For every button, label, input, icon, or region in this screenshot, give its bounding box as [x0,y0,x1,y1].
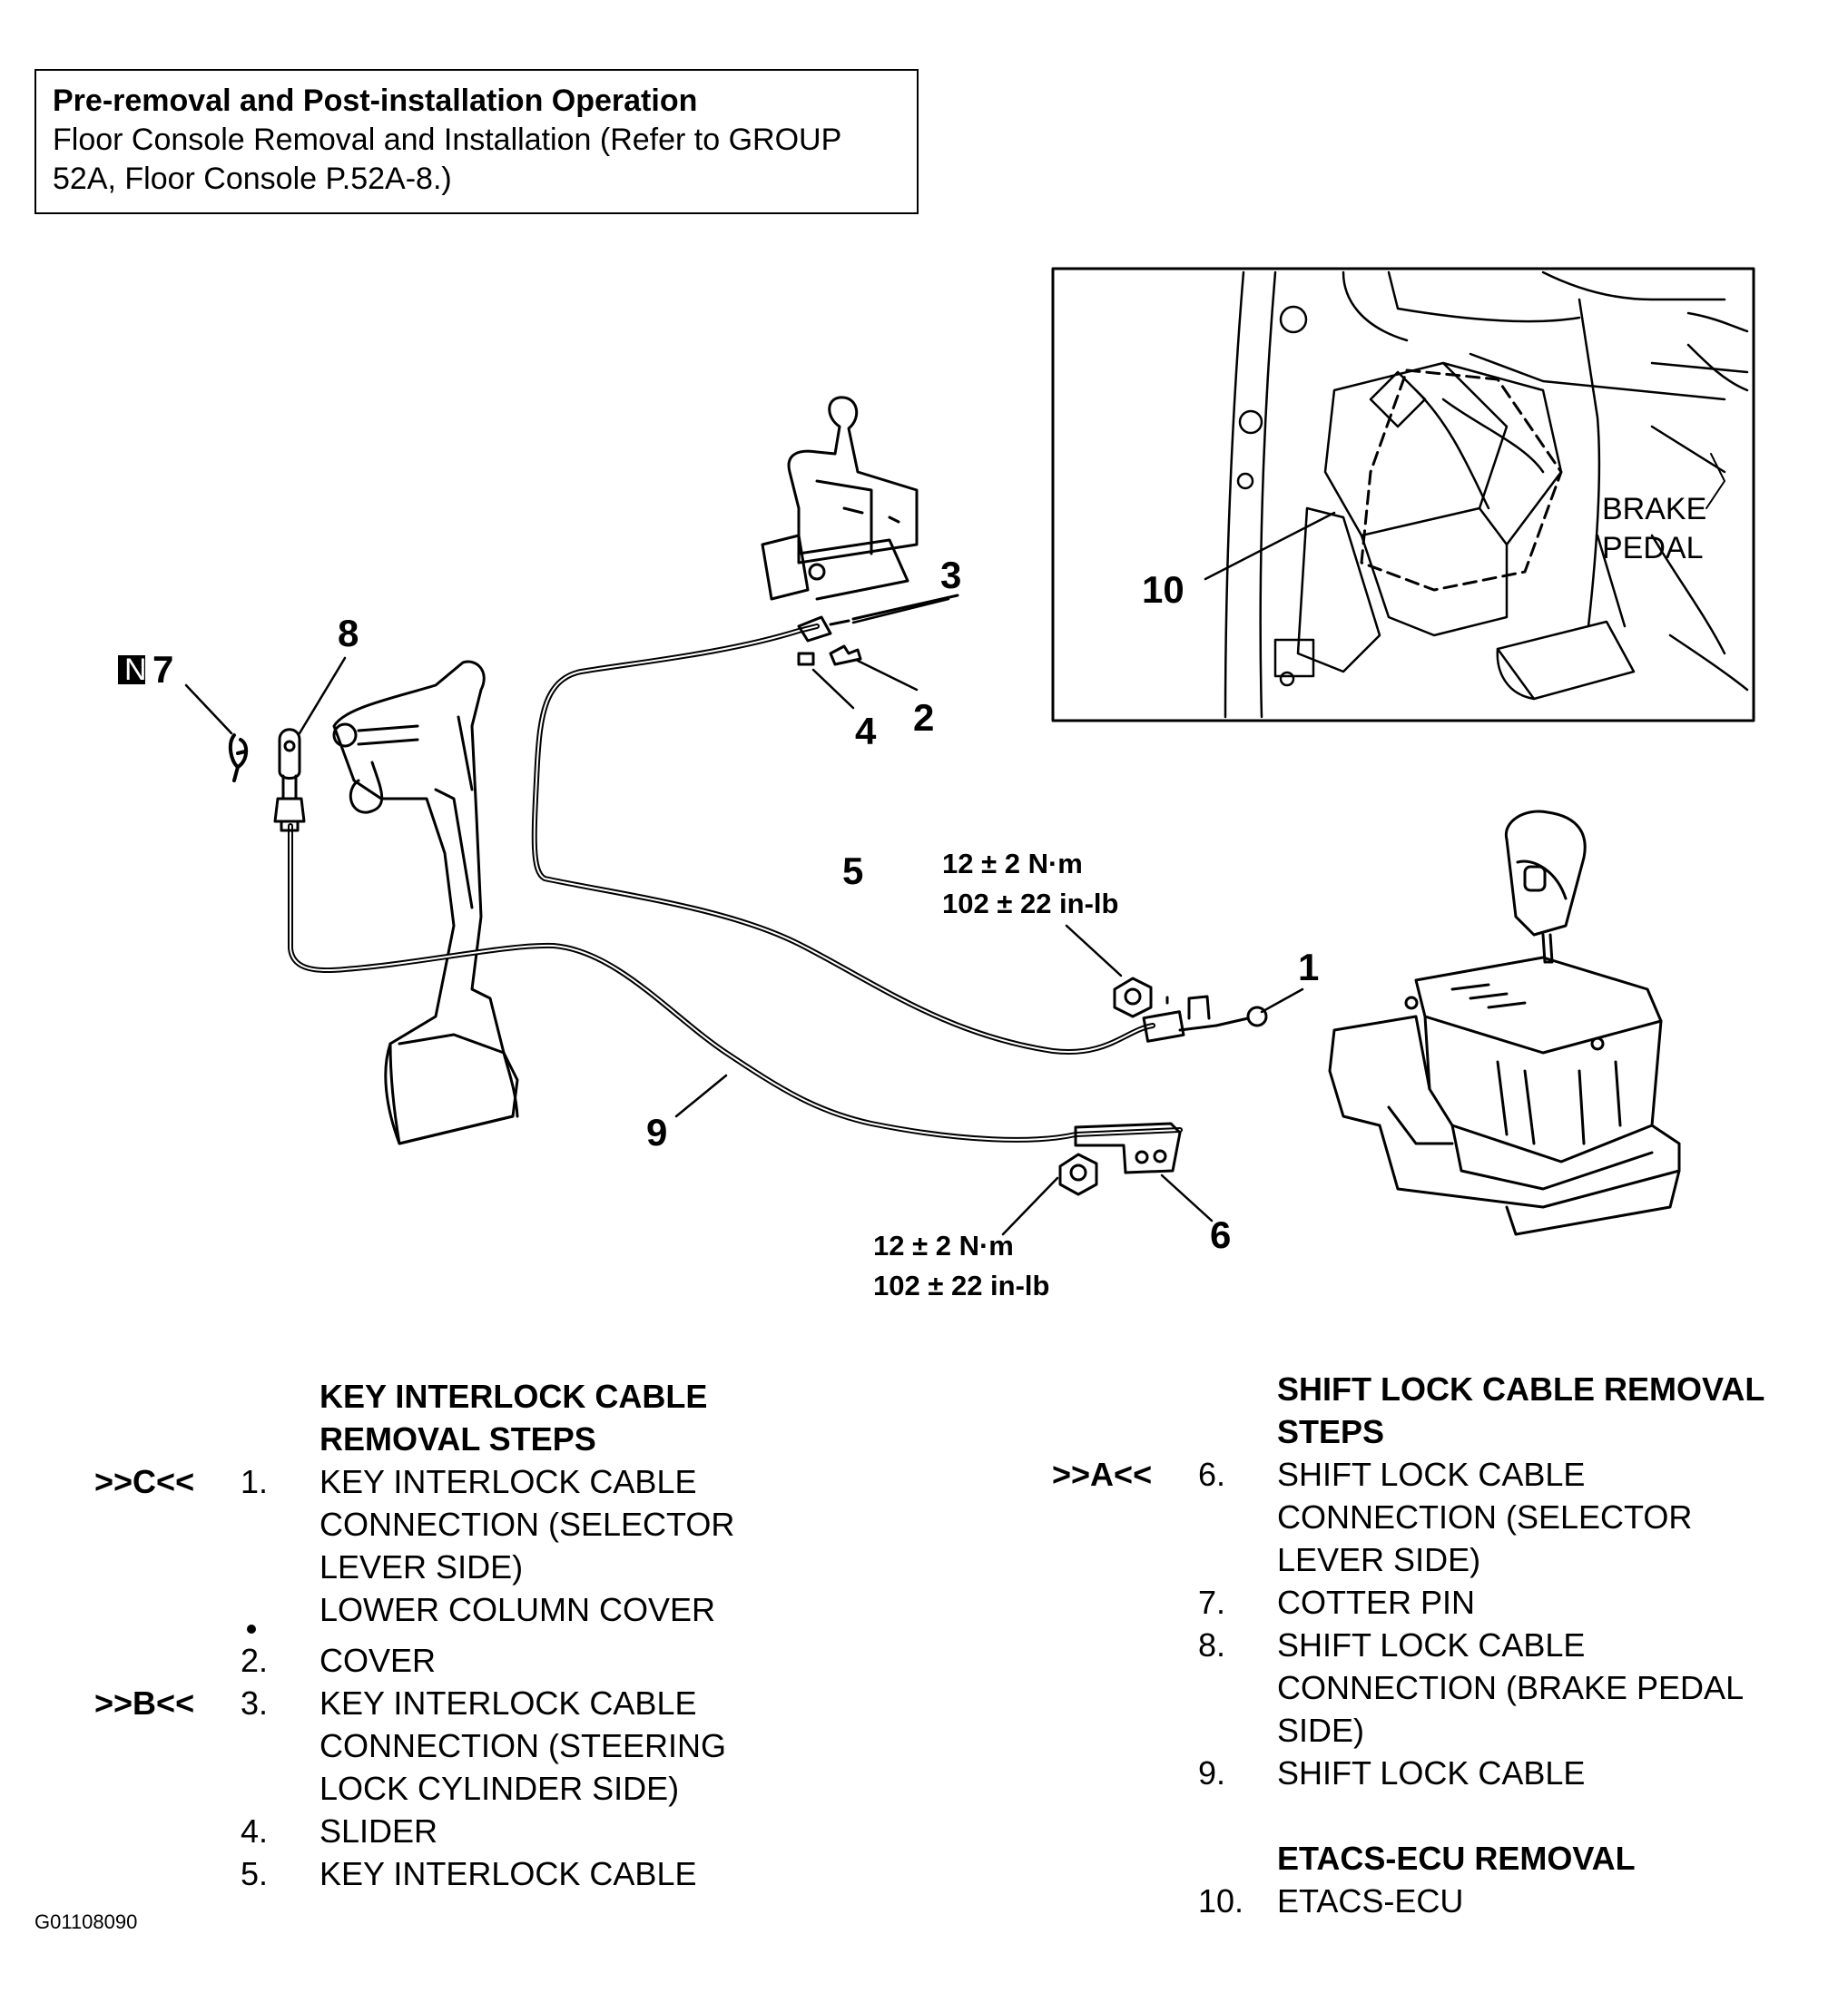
leader-10 [1204,511,1336,581]
callout-8: 8 [338,612,359,654]
n-badge [118,655,145,684]
etacs-inset-drawing [1224,270,1749,719]
step-number: 3. [241,1684,269,1722]
bottom-nut [1058,1153,1098,1196]
step-number: 5. [241,1855,269,1892]
note-text: Floor Console Removal and Installation (… [53,123,842,196]
step-number: 6. [1198,1456,1226,1493]
brake-pedal-label-line1: BRAKE [1602,492,1706,526]
callout-1: 1 [1298,946,1319,988]
torque-bottom-line2: 102 ± 22 in-lb [873,1270,1049,1301]
brake-pedal-label-line2: PEDAL [1602,531,1704,565]
step-description: ETACS-ECU [1277,1882,1464,1920]
leader-2 [856,659,919,692]
step-description: KEY INTERLOCK CABLE [319,1855,697,1892]
step-number: 7. [1198,1584,1226,1621]
n-badge-label: N [124,653,147,687]
cover-part [829,644,862,666]
figure-code: G01108090 [34,1910,138,1933]
step-description: LOWER COLUMN COVER [319,1591,716,1628]
callout-4: 4 [855,710,877,752]
step-description: COTTER PIN [1277,1584,1476,1621]
leader-4 [811,668,855,710]
list-item: >>A<< 6. SHIFT LOCK CABLE CONNECTION (SE… [1048,1453,1820,1581]
shift-lock-bracket [1074,1122,1182,1174]
step-number: 1. [241,1463,269,1500]
key-interlock-selector-end [1142,992,1268,1043]
step-description: SHIFT LOCK CABLE CONNECTION (SELECTOR LE… [1277,1456,1693,1578]
callout-2: 2 [913,696,934,739]
cotter-pin [228,733,249,782]
list-item: >>C<< 1. KEY INTERLOCK CABLE CONNECTION … [91,1460,817,1588]
step-number: 4. [241,1812,269,1850]
leader-brake-pedal [1705,453,1725,509]
leader-7 [184,683,233,735]
leader-8 [298,656,347,735]
brake-pedal-assembly [332,660,519,1145]
callout-3: 3 [940,554,961,596]
torque-top-line1: 12 ± 2 N·m [942,848,1083,879]
step-description: KEY INTERLOCK CABLE CONNECTION (STEERING… [319,1684,727,1807]
pre-removal-note-box: Pre-removal and Post-installation Operat… [34,69,919,214]
callout-9: 9 [646,1111,667,1154]
list-item: 2. COVER [91,1639,817,1682]
slider-part [797,652,815,666]
shift-lock-brake-end [273,728,306,832]
top-nut [1113,977,1153,1018]
list-item: 8. SHIFT LOCK CABLE CONNECTION (BRAKE PE… [1048,1624,1820,1752]
torque-bottom-line1: 12 ± 2 N·m [873,1230,1014,1262]
step-number: 2. [241,1642,269,1679]
etacs-heading: ETACS-ECU REMOVAL [1277,1840,1636,1877]
callout-7: 7 [152,648,173,691]
shift-lock-cable-inner [290,825,1181,1141]
step-description: SHIFT LOCK CABLE [1277,1754,1586,1792]
leader-top-torque [1065,924,1123,977]
list-item: 4. SLIDER [91,1810,817,1852]
step-ref: >>B<< [94,1684,195,1722]
torque-top-line2: 102 ± 22 in-lb [942,888,1118,919]
callout-10: 10 [1142,568,1184,611]
list-item: 5. KEY INTERLOCK CABLE [91,1852,817,1895]
list-item: 10. ETACS-ECU [1048,1880,1820,1922]
steering-lock-cylinder [761,396,919,601]
key-interlock-steps: KEY INTERLOCK CABLE REMOVAL STEPS >>C<< … [91,1375,817,1895]
note-title: Pre-removal and Post-installation Operat… [53,83,698,118]
key-interlock-heading: KEY INTERLOCK CABLE REMOVAL STEPS [319,1378,708,1458]
selector-lever-assembly [1328,810,1681,1236]
step-number: 10. [1198,1882,1244,1920]
leader-6 [1160,1173,1214,1223]
step-ref: >>A<< [1052,1456,1153,1493]
leader-3 [851,597,950,624]
key-interlock-cable-inner [533,625,1154,1054]
list-item: 9. SHIFT LOCK CABLE [1048,1752,1820,1794]
key-interlock-cable [531,624,1155,1056]
shift-lock-cable-diagram: N 7 8 3 4 2 5 1 9 6 10 12 ± 2 N·m 102 ± … [118,267,1755,1301]
callout-6: 6 [1210,1213,1231,1256]
step-number: 8. [1198,1626,1226,1664]
bullet-icon [247,1605,256,1648]
leader-bottom-torque [1001,1176,1059,1236]
list-item: >>B<< 3. KEY INTERLOCK CABLE CONNECTION … [91,1682,817,1810]
callout-5: 5 [842,849,863,892]
leader-1 [1260,987,1304,1014]
shift-lock-steps: SHIFT LOCK CABLE REMOVAL STEPS >>A<< 6. … [1048,1368,1820,1922]
step-description: SLIDER [319,1812,438,1850]
list-item: LOWER COLUMN COVER [91,1588,817,1639]
list-item: 7. COTTER PIN [1048,1581,1820,1624]
step-ref: >>C<< [94,1463,195,1500]
step-description: KEY INTERLOCK CABLE CONNECTION (SELECTOR… [319,1463,735,1586]
etacs-inset-frame [1051,267,1755,722]
leader-9 [674,1074,728,1118]
step-number: 9. [1198,1754,1226,1792]
shift-lock-heading: SHIFT LOCK CABLE REMOVAL STEPS [1277,1370,1765,1450]
step-description: COVER [319,1642,437,1679]
step-description: SHIFT LOCK CABLE CONNECTION (BRAKE PEDAL… [1277,1626,1745,1749]
